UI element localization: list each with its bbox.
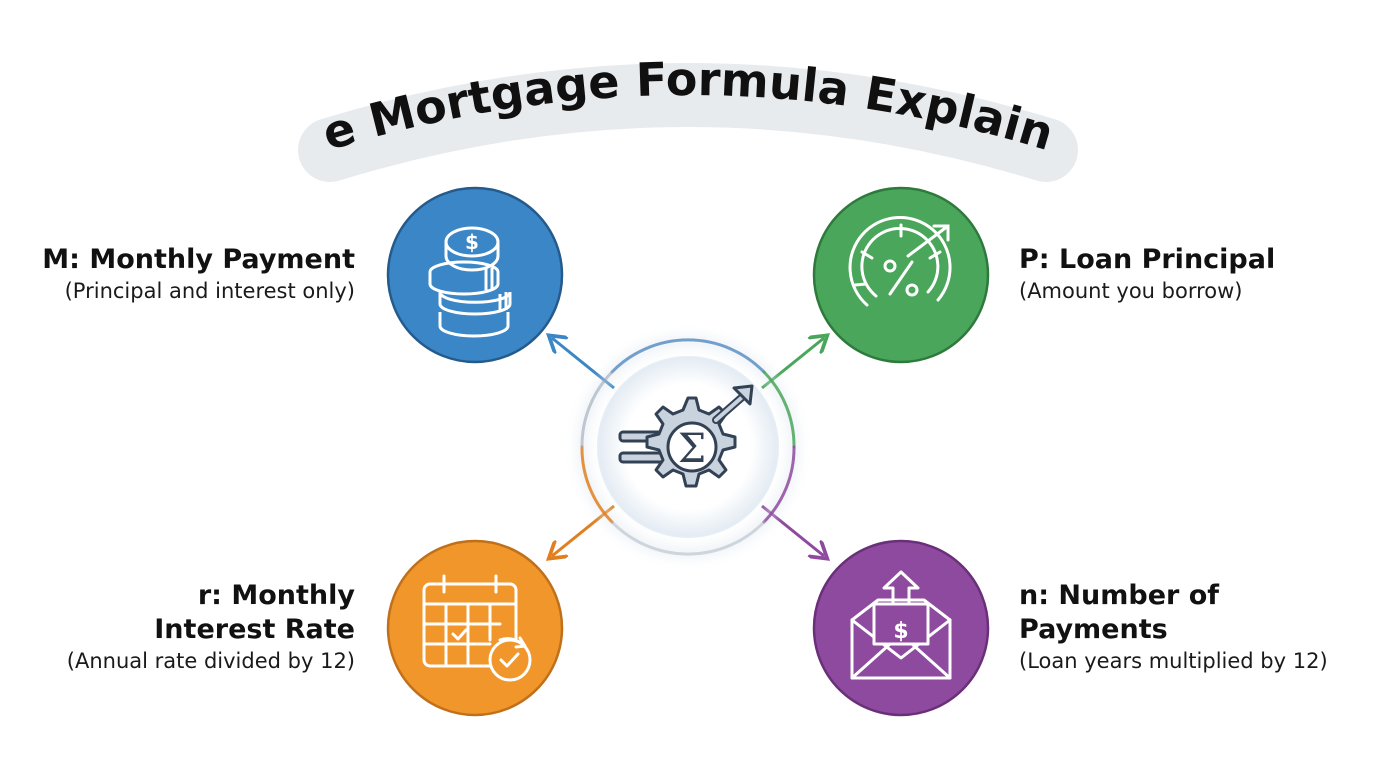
formula-gear-icon: Σ bbox=[618, 384, 754, 488]
coin-stack-icon: $ bbox=[428, 226, 512, 338]
label-monthly-payment: M: Monthly Payment (Principal and intere… bbox=[0, 243, 355, 305]
envelope-dollar-icon: $ bbox=[850, 570, 952, 680]
label-number-of-payments: n: Number of Payments (Loan years multip… bbox=[1019, 579, 1369, 675]
node-monthly-interest-rate bbox=[386, 539, 564, 717]
center-ring-blue bbox=[610, 338, 766, 374]
center-ring-orange bbox=[580, 445, 614, 524]
node-number-of-payments: $ bbox=[812, 539, 990, 717]
label-loan-principal: P: Loan Principal (Amount you borrow) bbox=[1019, 243, 1359, 305]
svg-text:$: $ bbox=[465, 230, 479, 254]
center-ring-green bbox=[762, 370, 796, 449]
center-ring-bottom bbox=[610, 520, 766, 556]
node-monthly-payment: $ bbox=[386, 186, 564, 364]
heading-number-of-payments-line1: n: Number of bbox=[1019, 580, 1220, 611]
heading-loan-principal: P: Loan Principal bbox=[1019, 244, 1276, 275]
title-banner: The Mortgage Formula Explained bbox=[0, 0, 1078, 182]
percent-gauge-icon bbox=[848, 216, 952, 307]
calendar-check-icon bbox=[422, 574, 532, 682]
center-ring-grey bbox=[580, 370, 614, 449]
label-monthly-interest-rate: r: Monthly Interest Rate (Annual rate di… bbox=[0, 579, 355, 675]
heading-monthly-interest-rate-line2: Interest Rate bbox=[154, 614, 355, 645]
subtitle-monthly-interest-rate: (Annual rate divided by 12) bbox=[66, 649, 355, 673]
subtitle-number-of-payments: (Loan years multiplied by 12) bbox=[1019, 649, 1328, 673]
svg-text:$: $ bbox=[893, 619, 908, 644]
node-loan-principal bbox=[812, 186, 990, 364]
heading-monthly-interest-rate-line1: r: Monthly bbox=[197, 580, 355, 611]
center-ring-purple bbox=[762, 445, 796, 524]
subtitle-loan-principal: (Amount you borrow) bbox=[1019, 279, 1243, 303]
heading-monthly-payment: M: Monthly Payment bbox=[42, 244, 355, 275]
subtitle-monthly-payment: (Principal and interest only) bbox=[64, 279, 355, 303]
heading-number-of-payments-line2: Payments bbox=[1019, 614, 1168, 645]
center-hub: Σ bbox=[577, 336, 799, 558]
svg-text:Σ: Σ bbox=[678, 426, 706, 472]
